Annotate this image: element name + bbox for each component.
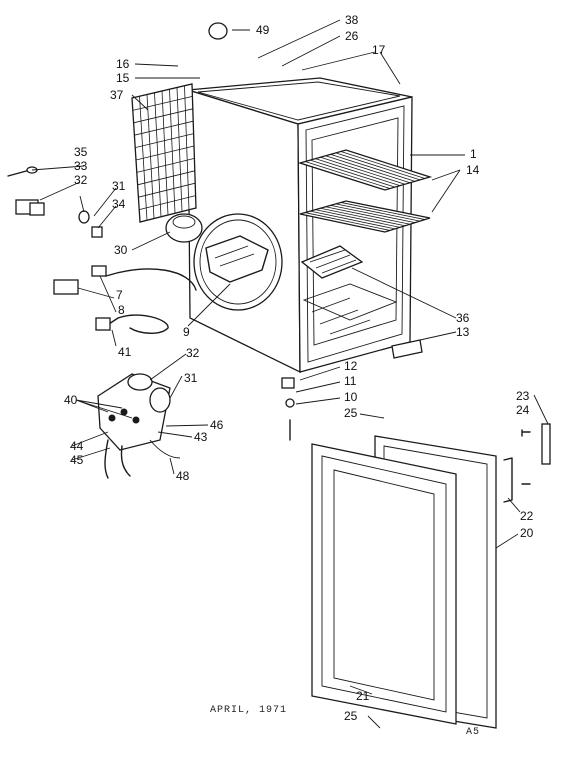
part-45-bracket	[104, 439, 109, 479]
label-35: 35	[74, 145, 88, 159]
label-13: 13	[456, 325, 470, 339]
condenser-coil	[131, 83, 197, 223]
small-parts-left	[7, 22, 228, 334]
footer-code-left: A5	[466, 727, 480, 738]
door-handle	[503, 423, 551, 503]
label-17: 17	[372, 43, 386, 57]
leveling-legs	[281, 339, 423, 441]
label-49: 49	[256, 23, 270, 37]
handle-bracket-22	[503, 457, 513, 503]
label-12: 12	[344, 359, 358, 373]
label-15: 15	[116, 71, 130, 85]
label-38: 38	[345, 13, 359, 27]
label-40: 40	[64, 393, 78, 407]
label-41: 41	[118, 345, 132, 359]
label-20: 20	[520, 526, 534, 540]
label-21: 21	[356, 689, 370, 703]
wire-shelves	[297, 149, 433, 233]
footer: APRIL, 1971 A5	[210, 705, 480, 738]
label-31-lower: 31	[184, 371, 198, 385]
screw-24	[521, 429, 531, 437]
label-32-lower: 32	[186, 346, 200, 360]
label-25-top: 25	[344, 406, 358, 420]
label-45: 45	[70, 453, 84, 467]
cutaway-window	[193, 213, 283, 311]
part-34-clip	[91, 226, 103, 238]
label-23: 23	[516, 389, 530, 403]
cabinet-front-frame	[297, 96, 413, 373]
label-16: 16	[116, 57, 130, 71]
label-34: 34	[112, 197, 126, 211]
part-31-dial	[149, 387, 171, 413]
leg-bracket-12	[281, 377, 295, 389]
label-9: 9	[183, 325, 190, 339]
label-31-left: 31	[112, 179, 126, 193]
label-24: 24	[516, 403, 530, 417]
handle-bar-23	[541, 423, 551, 465]
compressor	[165, 213, 203, 243]
hinge-bracket-13	[391, 339, 423, 359]
label-7: 7	[116, 288, 123, 302]
label-10: 10	[344, 390, 358, 404]
label-25-bottom: 25	[344, 709, 358, 723]
part-35-tube	[7, 169, 31, 177]
part-41-cord	[99, 314, 169, 334]
leader-lines	[31, 19, 549, 729]
part-7-switch	[53, 279, 79, 295]
label-48: 48	[176, 469, 190, 483]
part-32-grommet	[78, 210, 90, 224]
label-14: 14	[466, 163, 480, 177]
door-gasket-21	[311, 443, 457, 725]
control-assembly	[97, 373, 181, 479]
part-32-knob	[127, 373, 153, 391]
label-36: 36	[456, 311, 470, 325]
label-11: 11	[344, 374, 357, 388]
label-44: 44	[70, 439, 84, 453]
label-30: 30	[114, 243, 128, 257]
door-assembly	[311, 435, 497, 729]
part-8-connector	[91, 265, 107, 277]
footer-date: APRIL, 1971	[210, 705, 287, 716]
washer-10	[285, 398, 295, 408]
label-22: 22	[520, 509, 534, 523]
label-26: 26	[345, 29, 359, 43]
label-37: 37	[110, 88, 124, 102]
evaporator-tray	[300, 245, 398, 335]
part-48-capillary	[149, 439, 181, 459]
part-49-cap	[208, 22, 228, 40]
label-33: 33	[74, 159, 88, 173]
label-46: 46	[210, 418, 224, 432]
label-32-left: 32	[74, 173, 88, 187]
label-43: 43	[194, 430, 208, 444]
label-1: 1	[470, 147, 477, 161]
callout-labels: 49 38 26 17 16 15 37 1 14 35 33 32 31 34…	[64, 13, 534, 723]
side-cutaway	[193, 213, 283, 311]
label-8: 8	[118, 303, 125, 317]
